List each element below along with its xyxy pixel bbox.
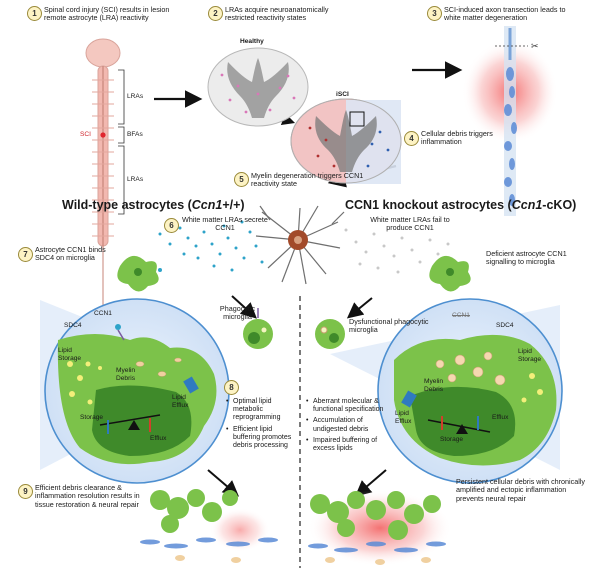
right-zoom-lipid-efflux: Lipid Efflux	[395, 410, 412, 425]
bullets-knockout: Aberrant molecular & functional specific…	[306, 398, 386, 456]
left-zoom-ccn1: CCN1	[94, 310, 112, 317]
step-1-text: Spinal cord injury (SCI) results in lesi…	[44, 5, 170, 23]
astrocyte-right	[429, 255, 471, 292]
spine-label-sci: SCI	[80, 131, 91, 138]
bullet-item: Optimal lipid metabolic reprogramming	[226, 398, 298, 423]
ccn1-secretion-dots	[158, 220, 264, 272]
step-7-text: Astrocyte CCN1 binds SDC4 on microglia	[35, 245, 106, 263]
step-6-number: 6	[164, 218, 179, 233]
cord-label-healthy: Healthy	[240, 38, 264, 45]
bottom-right-tissue	[308, 490, 452, 566]
step-5-number: 5	[234, 172, 249, 187]
spine-label-lras-top: LRAs	[127, 93, 144, 100]
note-persistent-debris: Persistent cellular debris with chronica…	[456, 477, 586, 503]
left-zoom-efflux: Efflux	[150, 435, 167, 442]
header-wild-type: Wild-type astrocytes (Ccn1+/+)	[62, 198, 245, 212]
left-zoom-storage: Storage	[80, 414, 104, 421]
healthy-cord-section	[207, 47, 309, 127]
spine-label-bfas: BFAs	[127, 131, 143, 138]
step-4-text: Cellular debris triggers inflammation	[421, 129, 493, 147]
step-9-number: 9	[18, 484, 33, 499]
label-phagocytic-microglia: Phagocytic microglia	[219, 304, 256, 322]
astrocyte-left	[117, 255, 162, 292]
step-9-text: Efficient debris clearance & inflammatio…	[35, 483, 140, 509]
right-zoom-sdc4: SDC4	[496, 322, 514, 329]
left-zoom-lipid-storage: Lipid Storage	[58, 347, 82, 362]
spine-label-lras-bottom: LRAs	[127, 176, 144, 183]
no-ccn1-dots	[344, 228, 450, 274]
left-zoom-circle	[44, 298, 230, 484]
right-zoom-efflux: Efflux	[492, 414, 509, 421]
bullet-item: Aberrant molecular & functional specific…	[306, 398, 386, 414]
sci-marker	[100, 132, 106, 138]
right-zoom-ccn1: CCN1	[452, 312, 470, 319]
right-zoom-storage: Storage	[440, 436, 464, 443]
step-2-text: LRAs acquire neuroanatomically restricte…	[225, 5, 329, 23]
step-6-text: White matter LRAs secrete CCN1	[182, 215, 268, 233]
step-4-number: 4	[404, 131, 419, 146]
isci-cord-section	[290, 98, 402, 184]
arrow-bottom-left	[207, 469, 240, 497]
axon-degeneration: ✂	[462, 26, 558, 216]
arrow-to-microglia-left	[231, 295, 257, 319]
left-zoom-sdc4: SDC4	[64, 322, 82, 329]
cord-label-isci: iSCI	[336, 91, 349, 98]
arrow-to-microglia-right	[346, 297, 373, 319]
svg-text:✂: ✂	[531, 41, 539, 51]
note-fail-produce: White matter LRAs fail to produce CCN1	[370, 215, 450, 233]
bullet-item: Impaired buffering of excess lipids	[306, 437, 386, 453]
step-3-number: 3	[427, 6, 442, 21]
label-dysfunctional-microglia: Dysfunctional phagocytic microglia	[349, 317, 429, 335]
spine-illustration	[85, 38, 125, 306]
bullet-item: Accumulation of undigested debris	[306, 417, 386, 433]
header-wild-type-genotype: Ccn1	[191, 198, 223, 212]
right-zoom-circle	[377, 298, 563, 484]
step-5-text: Myelin degeneration triggers CCN1 reacti…	[251, 171, 364, 189]
header-knockout: CCN1 knockout astrocytes (Ccn1-cKO)	[345, 198, 577, 212]
bottom-left-tissue	[140, 489, 278, 563]
bullets-wild-type: Optimal lipid metabolic reprogramming Ef…	[226, 398, 298, 453]
bullet-item: Efficient lipid buffering promotes debri…	[226, 426, 298, 451]
left-zoom-myelin-debris: Myelin Debris	[116, 367, 136, 382]
right-zoom-myelin-debris: Myelin Debris	[424, 378, 444, 393]
header-knockout-genotype: Ccn1	[511, 198, 543, 212]
right-zoom-lipid-storage: Lipid Storage	[518, 348, 542, 363]
step-8-number: 8	[224, 380, 239, 395]
step-3-text: SCI-induced axon transection leads to wh…	[444, 5, 566, 23]
step-2-number: 2	[208, 6, 223, 21]
note-deficient-signalling: Deficient astrocyte CCN1 signalling to m…	[486, 249, 567, 267]
left-zoom-lipid-efflux: Lipid Efflux	[172, 394, 189, 409]
step-1-number: 1	[27, 6, 42, 21]
step-7-number: 7	[18, 247, 33, 262]
arrow-bottom-right	[354, 469, 387, 497]
